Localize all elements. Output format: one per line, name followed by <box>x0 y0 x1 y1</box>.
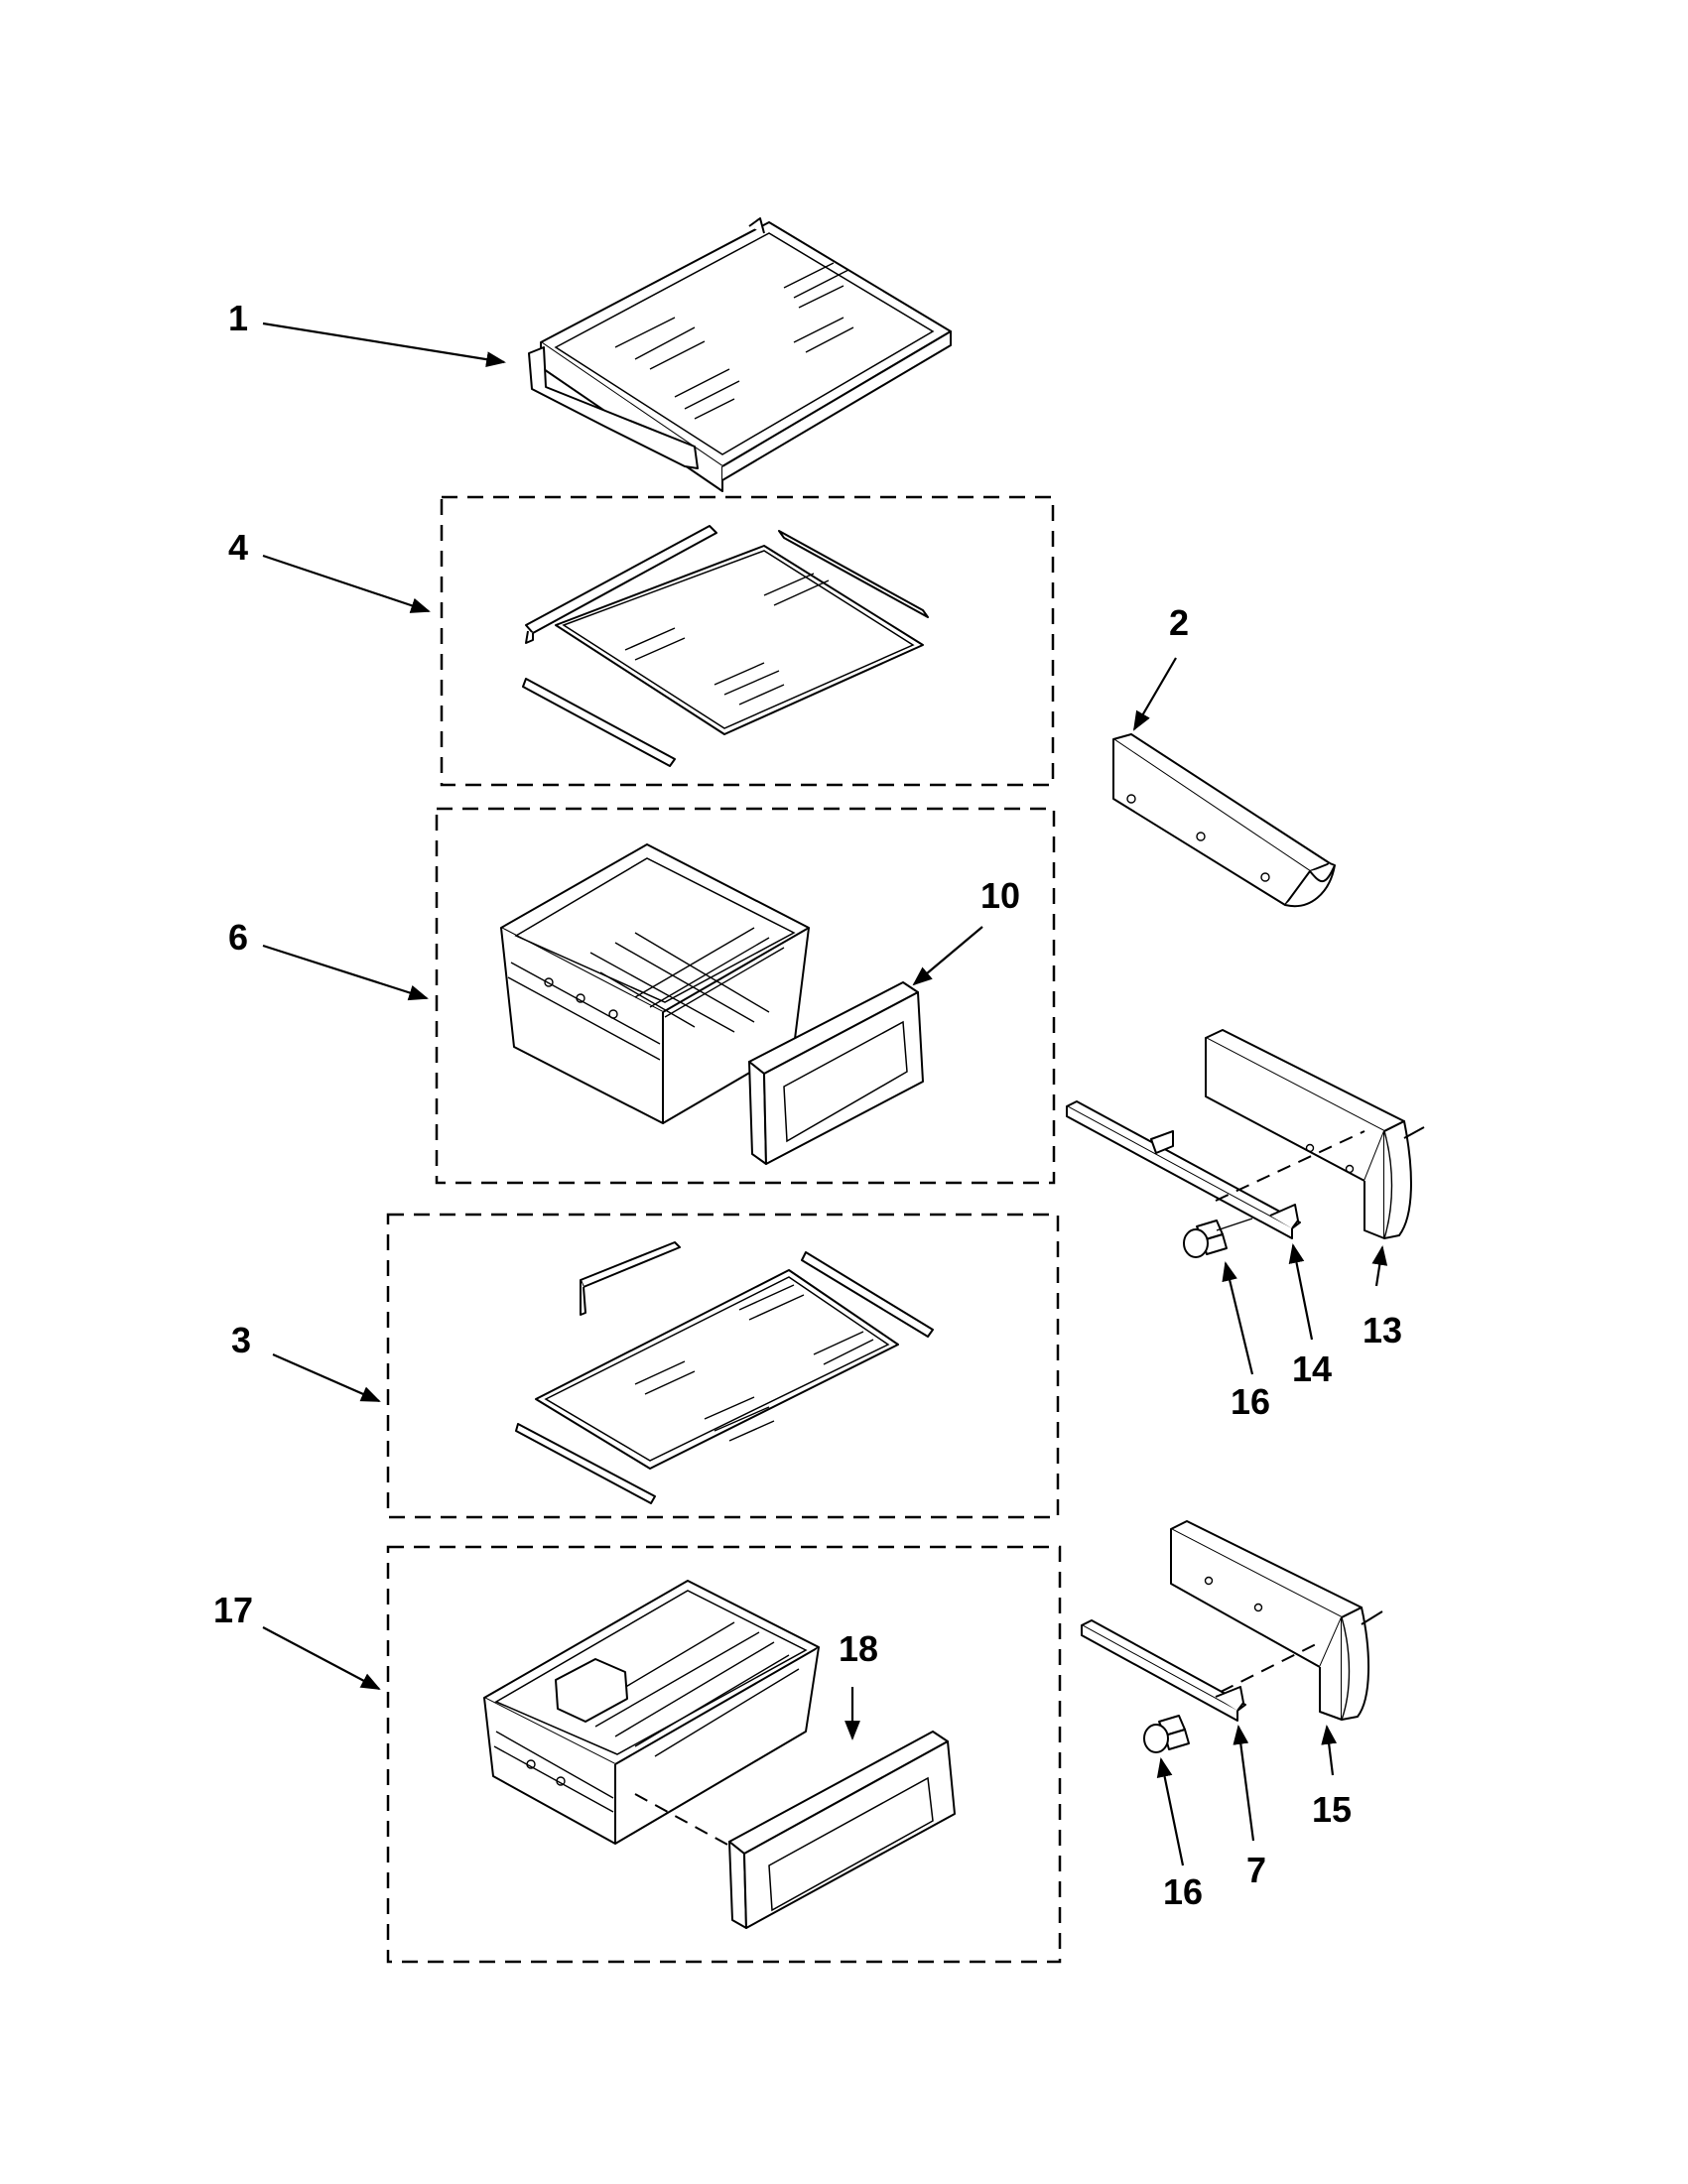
callout-4: 4 <box>228 527 248 568</box>
callout-7: 7 <box>1246 1850 1266 1890</box>
assembly-17-box <box>386 1545 1062 1964</box>
callout-16-upper: 16 <box>1231 1381 1270 1422</box>
callout-1: 1 <box>228 298 248 338</box>
part-2-bracket <box>1112 733 1336 908</box>
part-3-glass-and-trims <box>515 1241 934 1504</box>
assembly-6-box <box>435 807 1056 1185</box>
part-18-meat-drawer-front <box>634 1731 956 1929</box>
part-17-meat-drawer <box>483 1580 820 1845</box>
callout-3: 3 <box>231 1320 251 1360</box>
part-13-end-cap <box>1205 1029 1425 1239</box>
callout-10: 10 <box>980 875 1020 916</box>
part-7-slide-rail <box>1081 1619 1321 1722</box>
part-15-end-cap <box>1170 1520 1383 1721</box>
callout-14: 14 <box>1292 1349 1332 1389</box>
callout-16-lower: 16 <box>1163 1871 1203 1912</box>
callout-13: 13 <box>1363 1310 1402 1350</box>
callout-17: 17 <box>213 1590 253 1630</box>
leader-lines <box>262 321 1388 1866</box>
part-14-slide-rail <box>1066 1100 1365 1239</box>
assembly-4-box <box>440 495 1055 787</box>
callout-6: 6 <box>228 917 248 958</box>
part-1-glass-shelf <box>528 217 952 492</box>
callout-2: 2 <box>1169 602 1189 643</box>
part-16a-screw <box>1183 1218 1253 1258</box>
part-16b-screw <box>1143 1715 1190 1753</box>
part-4-glass-and-trims <box>522 525 929 767</box>
callout-18: 18 <box>839 1628 878 1669</box>
callout-15: 15 <box>1312 1789 1352 1830</box>
assembly-3-box <box>386 1213 1060 1519</box>
part-10-crisper-front <box>748 981 924 1165</box>
